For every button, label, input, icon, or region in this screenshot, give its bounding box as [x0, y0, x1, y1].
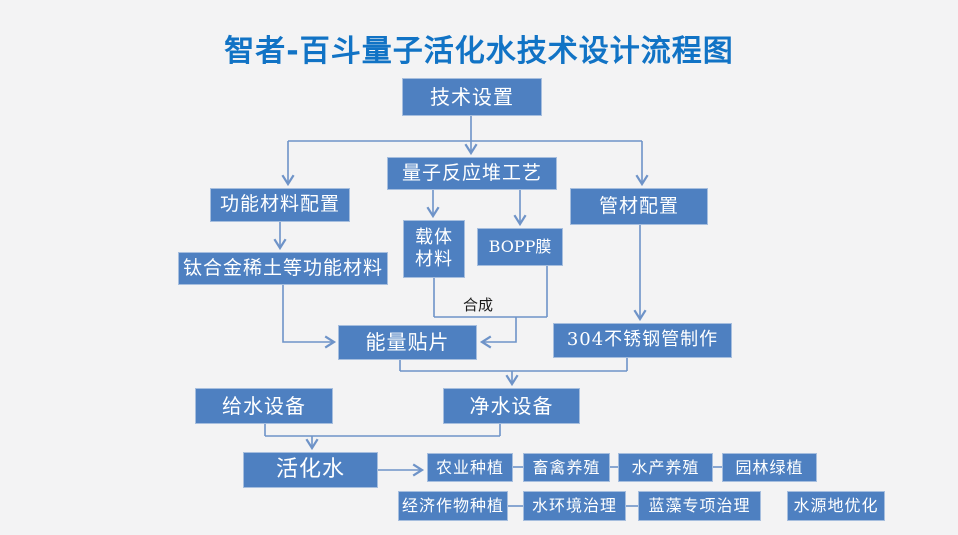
node-steel-pipe-304: 304不锈钢管制作 [553, 323, 732, 358]
node-energy-patch: 能量贴片 [338, 325, 477, 360]
node-functional-material-config: 功能材料配置 [210, 188, 350, 222]
node-activated-water: 活化水 [243, 452, 378, 488]
node-garden-greening: 园林绿植 [722, 453, 817, 482]
node-water-source-optimization: 水源地优化 [787, 491, 885, 521]
node-aquaculture: 水产养殖 [618, 453, 713, 482]
node-cyanobacteria-special-treatment: 蓝藻专项治理 [638, 491, 761, 521]
node-water-purification-equipment: 净水设备 [443, 388, 580, 424]
node-water-environment-treatment: 水环境治理 [523, 491, 626, 521]
node-water-supply-equipment: 给水设备 [195, 388, 333, 424]
node-carrier-material: 载体材料 [403, 220, 465, 278]
node-titanium-rare-earth: 钛合金稀土等功能材料 [178, 252, 388, 285]
node-bopp-film: BOPP膜 [477, 228, 563, 266]
node-pipe-config: 管材配置 [570, 188, 708, 225]
node-livestock-breeding: 畜禽养殖 [523, 453, 610, 482]
node-cash-crop-planting: 经济作物种植 [398, 491, 508, 521]
node-quantum-reactor-process: 量子反应堆工艺 [387, 157, 557, 190]
node-agriculture-planting: 农业种植 [427, 453, 513, 482]
node-tech-setup: 技术设置 [402, 78, 542, 116]
synthesis-junction-label: 合成 [462, 296, 493, 314]
page-title: 智者-百斗量子活化水技术设计流程图 [224, 34, 734, 69]
